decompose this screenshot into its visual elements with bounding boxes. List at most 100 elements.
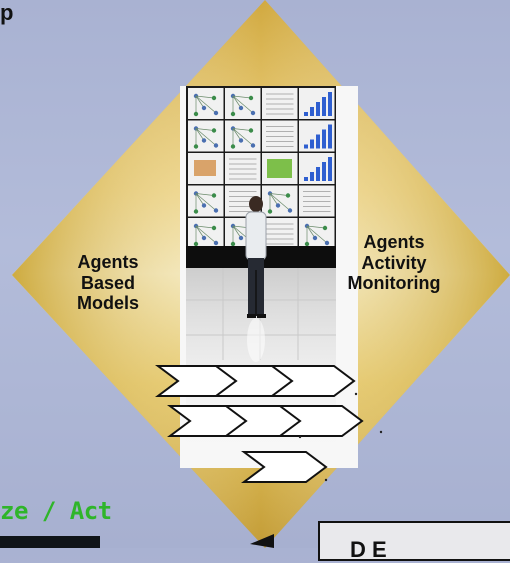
screen-node [248,95,254,101]
screen-node [201,235,207,241]
screen-bar [328,157,332,181]
screen-node [248,128,254,133]
screen-node [285,193,291,198]
screen-node [287,208,293,213]
screen-link [306,225,326,229]
label-line: Agents [363,232,425,252]
screen-link [195,128,215,131]
screen-link [306,225,316,239]
screen-node [211,193,217,198]
agents-based-models-label: Agents Based Models [58,252,158,314]
screen-link [195,225,205,239]
screen-node [211,95,217,101]
screen-node [193,241,199,247]
screen-panel [225,120,261,152]
screen-link [195,128,217,146]
chevron-arrow [277,405,364,437]
screen-link [195,225,217,244]
diagram-canvas [12,0,510,548]
screen-map [194,160,216,176]
screen-link [232,225,242,239]
screen-link [269,193,279,206]
label-line: Models [76,293,139,314]
arrowhead-icon [250,534,274,548]
screen-node [213,240,219,246]
label-line: Activity [361,252,427,273]
screen-bar [328,124,332,149]
screen-link [195,193,205,206]
screen-link [269,193,289,196]
screen-node [211,225,217,231]
screen-panel [225,88,261,119]
screen-bar [322,162,326,181]
screen-bar [316,102,320,116]
screen-node [267,209,273,214]
screen-node [213,208,219,213]
screen-bar [304,177,308,181]
agents-activity-monitoring-label: Agents Activity Monitoring [334,232,454,294]
screen-node [213,110,219,116]
dot-marker [354,392,358,396]
dot-marker [298,435,302,439]
screen-node [238,138,244,143]
screen-node [201,138,207,143]
screen-link [232,128,252,131]
dot-marker [324,478,328,482]
analyze-act-label: ze / Act [0,497,112,525]
screen-panel [188,218,224,249]
screen-link [232,128,254,146]
screen-node [211,128,217,133]
top-partial-text: p [0,0,14,25]
screen-node [201,203,207,208]
screen-bar [322,129,326,149]
screen-node [312,235,318,241]
person-figure [245,196,267,362]
screen-link [195,193,215,196]
chevron-arrow [241,451,328,483]
screen-link [195,95,215,99]
screen-panel [188,88,224,119]
dot-marker [379,430,383,434]
screen-bar [316,134,320,149]
screen-node [213,143,219,148]
screen-panel [299,218,335,249]
screen-bar [322,97,326,116]
screen-link [232,95,252,99]
screen-node [230,111,236,117]
screen-bar [304,112,308,116]
label-line: Agents [77,252,139,272]
screen-bar [310,139,314,149]
screen-node [238,235,244,241]
screen-link [195,193,217,211]
screen-link [232,128,242,141]
bottom-right-box: D E [318,521,510,562]
screen-bar [310,107,314,116]
screen-bar [316,167,320,181]
screen-node [324,240,330,246]
dark-footer-bar [0,536,100,548]
screen-node [250,143,256,148]
screen-panel [188,120,224,152]
screen-node [238,105,244,111]
screen-panel [188,185,224,217]
screen-link [195,128,205,141]
screen-node [304,241,310,247]
bottom-right-box-text: D E [350,537,387,562]
label-line: Monitoring [347,273,441,294]
screen-bar [310,172,314,181]
screen-node [230,241,236,247]
chevron-arrow [269,365,356,397]
screen-bar [304,144,308,149]
process-chevrons [155,365,383,483]
screen-link [232,95,242,109]
screen-heatmap [267,159,292,178]
screen-link [232,95,254,114]
screen-node [201,105,207,111]
screen-node [250,110,256,116]
screen-node [193,111,199,117]
screen-node [275,203,281,208]
label-line: Based [80,272,136,293]
screen-link [195,95,205,109]
screen-link [195,95,217,114]
screen-bar [328,92,332,116]
